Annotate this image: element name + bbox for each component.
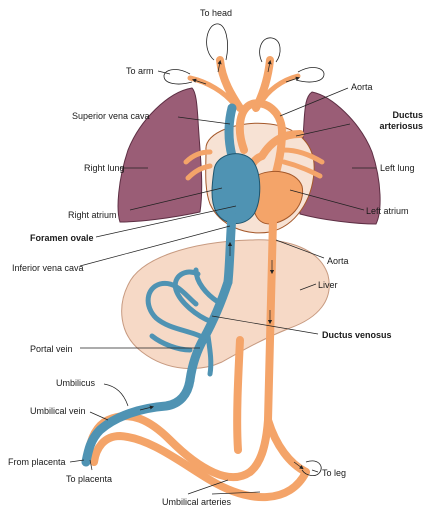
pulmonary-artery-right — [183, 149, 213, 165]
pulmonary-artery-right-2 — [185, 163, 213, 181]
liver-shape — [121, 239, 330, 370]
umbilical-artery-2 — [90, 432, 310, 501]
left-lung-shape — [298, 91, 381, 225]
label-ductus-venosus: Ductus venosus — [322, 330, 392, 340]
leader-umbilical-arteries-1 — [187, 479, 229, 495]
label-liver: Liver — [318, 280, 338, 290]
label-umbilicus: Umbilicus — [56, 378, 96, 388]
flow-arrow-arm-right — [285, 76, 300, 83]
label-aorta-top: Aorta — [351, 82, 373, 92]
head-loop-right — [259, 37, 281, 63]
leader-foramen-ovale — [95, 205, 237, 238]
label-foramen-ovale: Foramen ovale — [30, 233, 94, 243]
pulmonary-artery-left — [281, 147, 325, 165]
leader-svc — [177, 116, 231, 125]
label-to-placenta: To placenta — [66, 474, 113, 484]
iliac-artery-right — [264, 416, 310, 476]
label-inferior-vena-cava: Inferior vena cava — [12, 263, 84, 273]
leader-to-leg — [311, 469, 319, 473]
hepatic-branch-2 — [193, 267, 221, 305]
portal-vein — [145, 280, 207, 341]
label-ductus-arteriosus-text: Ductus arteriosus — [379, 110, 423, 131]
artery-to-head-left — [216, 56, 244, 112]
leader-umbilicus — [103, 383, 129, 407]
leader-to-placenta — [89, 459, 93, 471]
leader-from-placenta — [69, 459, 85, 463]
label-ductus-arteriosus: Ductus arteriosus — [353, 110, 423, 132]
hepatic-branch-1 — [172, 269, 215, 325]
label-right-lung: Right lung — [84, 163, 125, 173]
descending-aorta — [246, 176, 278, 476]
arm-loop-right — [295, 67, 325, 83]
leader-to-arm — [157, 70, 171, 75]
superior-vena-cava — [224, 103, 237, 161]
leader-umbilical-vein — [89, 411, 109, 421]
leader-ivc — [79, 225, 231, 267]
leader-right-atrium — [129, 187, 223, 211]
label-to-head: To head — [200, 8, 233, 18]
hepatic-branch-3 — [149, 333, 193, 353]
flow-arrow-umb-vein — [139, 405, 155, 411]
pulmonary-artery-left-2 — [281, 159, 323, 179]
umbilical-vein-vessel — [81, 375, 195, 467]
leader-left-atrium — [289, 189, 365, 211]
label-umbilical-arteries: Umbilical arteries — [162, 497, 232, 507]
label-left-atrium: Left atrium — [366, 206, 409, 216]
flow-arrow-arm-left — [192, 78, 207, 85]
label-aorta-mid: Aorta — [327, 256, 349, 266]
leader-ductus-arteriosus — [295, 123, 351, 137]
flow-arrow-head-right — [267, 59, 272, 73]
flow-arrow-head-left — [217, 59, 222, 73]
label-left-lung: Left lung — [380, 163, 415, 173]
leader-ductus-venosus — [211, 315, 319, 335]
flow-arrow-leg — [293, 461, 304, 470]
label-to-arm: To arm — [126, 66, 154, 76]
leg-loop — [301, 460, 322, 476]
label-superior-vena-cava: Superior vena cava — [72, 111, 150, 121]
leader-aorta-top — [279, 87, 349, 117]
label-to-leg: To leg — [322, 468, 347, 478]
aortic-arch — [235, 99, 286, 184]
label-umbilical-vein: Umbilical vein — [30, 406, 86, 416]
label-from-placenta: From placenta — [8, 457, 66, 467]
leader-umbilical-arteries-2 — [211, 491, 261, 495]
ductus-arteriosus-vessel — [258, 130, 304, 160]
leader-aorta-mid — [275, 239, 325, 259]
label-right-atrium: Right atrium — [68, 210, 117, 220]
head-loop-left — [206, 23, 228, 61]
iliac-artery-left — [233, 336, 244, 454]
arm-loop-left — [163, 69, 193, 85]
right-atrium-region — [211, 153, 261, 224]
hepatic-branch-4 — [205, 333, 214, 377]
leader-liver — [299, 283, 317, 291]
label-portal-vein: Portal vein — [30, 344, 73, 354]
right-lung-shape — [117, 87, 203, 223]
